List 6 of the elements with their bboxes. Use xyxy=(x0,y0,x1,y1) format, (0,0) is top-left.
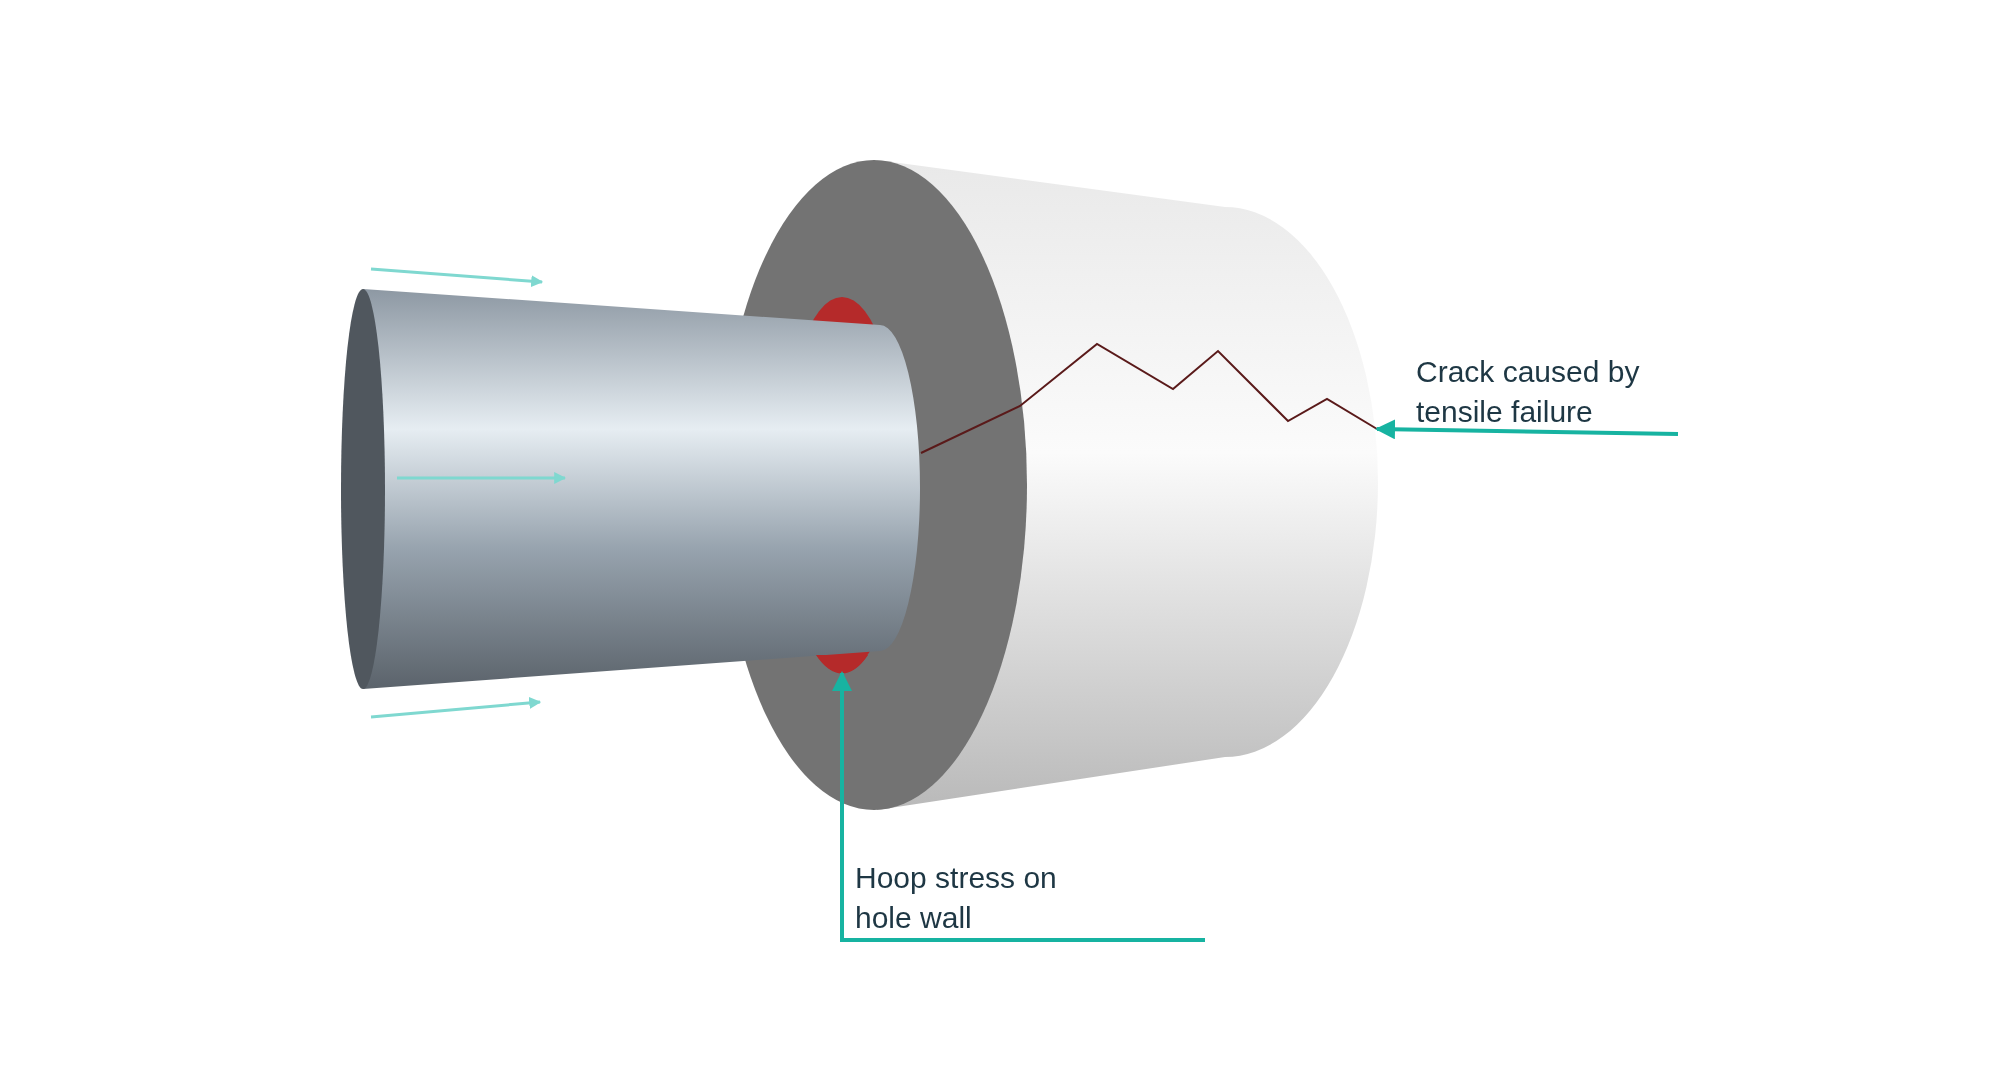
callout-text: Crack caused by tensile failure xyxy=(1416,354,1641,430)
crack xyxy=(920,342,1378,454)
hole-wall xyxy=(816,655,868,674)
callout-text: Hoop stress on hole wall xyxy=(855,860,1058,936)
leader-line xyxy=(1375,419,1679,440)
leader-line xyxy=(832,671,1205,942)
